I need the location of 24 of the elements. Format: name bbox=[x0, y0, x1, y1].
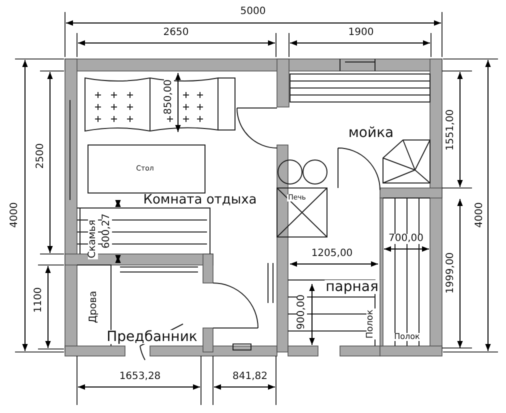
furniture-label: Полок bbox=[393, 333, 421, 341]
dimension-label: 1551,00 bbox=[446, 108, 456, 152]
dimension-label: 600,27 bbox=[102, 212, 112, 250]
dimension-label: 1100 bbox=[34, 286, 44, 314]
dimension-label: 2500 bbox=[36, 142, 46, 170]
dimension-label: 4000 bbox=[10, 201, 20, 229]
dimension-label: 4000 bbox=[475, 201, 485, 229]
dimension-label: 1999,00 bbox=[446, 251, 456, 295]
dimension-label: 900,00 bbox=[297, 294, 307, 330]
dimension-label: 850,00 bbox=[164, 78, 174, 116]
dimension-label: 5000 bbox=[239, 7, 267, 17]
furniture-label: Дрова bbox=[89, 290, 99, 324]
room-label: Предбанник bbox=[106, 330, 198, 344]
dimension-label: 1653,28 bbox=[118, 372, 162, 382]
dimension-label: 2650 bbox=[162, 28, 190, 38]
room-label: Комната отдыха bbox=[142, 194, 258, 206]
dimension-label: 1205,00 bbox=[310, 249, 354, 259]
dimension-label: 841,82 bbox=[232, 372, 268, 382]
dimension-label: 1900 bbox=[347, 28, 375, 38]
dimension-label: 700,00 bbox=[388, 234, 424, 244]
room-label: мойка bbox=[347, 126, 395, 140]
furniture-label: Полок bbox=[366, 308, 376, 340]
furniture-label: Скамья bbox=[88, 218, 98, 260]
room-label: парная bbox=[324, 280, 380, 294]
